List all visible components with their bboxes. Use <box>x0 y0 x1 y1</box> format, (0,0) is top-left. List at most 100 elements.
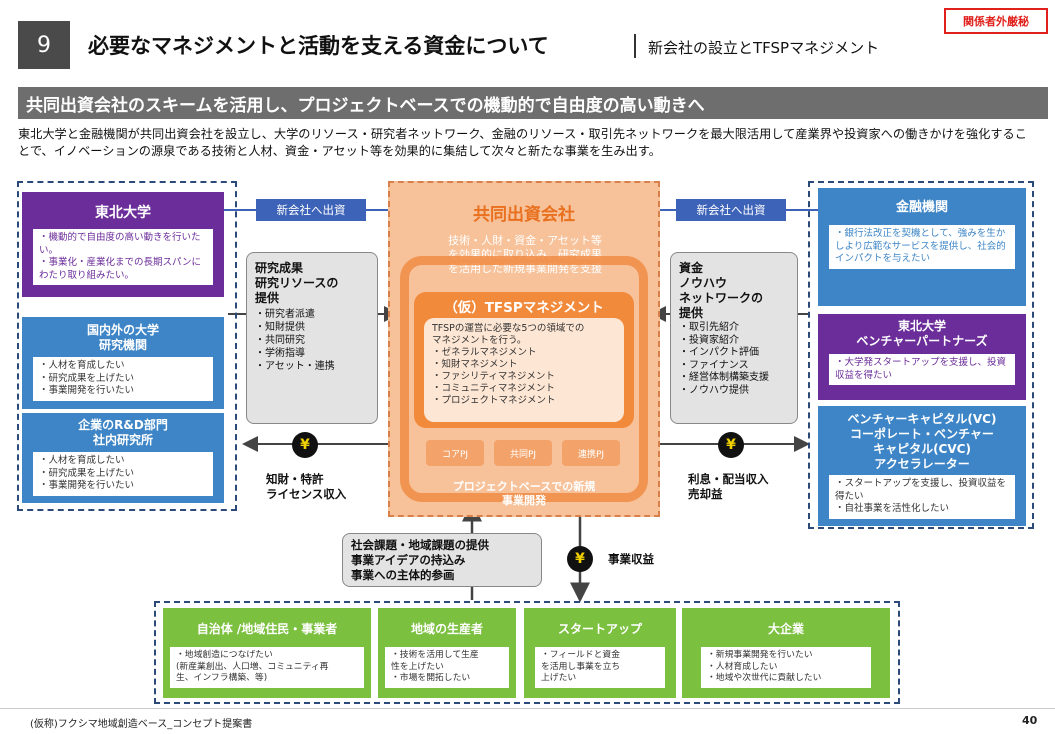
municipality-body: ・地域創造につなげたい (新産業創出、人口増、コミュニティ再 生、インフラ構築、… <box>170 647 364 688</box>
municipality-title: 自治体 /地域住民・事業者 <box>196 622 338 636</box>
finance-title: 金融機関 <box>895 200 948 215</box>
finance-provision-items: ・取引先紹介 ・投資家紹介 ・インパクト評価 ・ファイナンス ・経営体制構築支援… <box>679 322 789 397</box>
finance-card: 金融機関 ・銀行法改正を契機として、強みを生かしより広範なサービスを提供し、社会… <box>818 188 1026 306</box>
vc-body-line: ・自社事業を活性化したい <box>835 503 950 514</box>
panel-item: ・ファイナンス <box>679 359 749 371</box>
enterprise-body-line: ・地域や次世代に貢献したい <box>707 673 822 683</box>
rnd-title-line: 社内研究所 <box>92 433 153 447</box>
footer-page-number: 40 <box>1022 714 1038 727</box>
rnd-card: 企業のR&D部門 社内研究所 ・人材を育成したい ・研究成果を上げたい ・事業開… <box>22 413 224 503</box>
startup-body-line: を活用し事業を立ち <box>541 661 621 672</box>
tfsp-item: ・プロジェクトマネジメント <box>432 395 556 406</box>
rnd-body-line: ・人材を育成したい <box>39 455 125 466</box>
tohoku-univ-title: 東北大学 <box>95 205 151 221</box>
project-base-text: プロジェクトベースでの新規 事業開発 <box>400 480 648 508</box>
tohoku-univ-card: 東北大学 ・機動的で自由度の高い動きを行いたい。 ・事業化・産業化までの長期スパ… <box>22 192 224 297</box>
right-income-label: 利息・配当収入 売却益 <box>688 472 769 502</box>
bottom-group <box>154 601 900 704</box>
startup-body-line: 上げたい <box>541 673 577 683</box>
page-title: 必要なマネジメントと活動を支える資金について <box>88 34 549 58</box>
panel-item: ・研究者派遣 <box>255 309 315 320</box>
univ-body-line: ・研究成果を上げたい <box>39 372 135 384</box>
vc-title-line: キャピタル(CVC) <box>873 442 971 456</box>
vc-title-line: アクセラレーター <box>874 457 970 471</box>
invest-pill-left: 新会社へ出資 <box>256 199 366 221</box>
pj-joint: 共同PJ <box>494 440 552 466</box>
panel-item: ・取引先紹介 <box>679 322 739 333</box>
income-line: 利息・配当収入 <box>688 472 769 486</box>
univ-title-line: 研究機関 <box>98 338 147 352</box>
vp-card: 東北大学 ベンチャーパートナーズ ・大学発スタートアップを支援し、投資収益を得た… <box>818 314 1026 400</box>
desc-line: 技術・人財・資金・アセット等 <box>448 234 602 247</box>
producer-body-line: ・技術を活用して生産 <box>391 650 479 660</box>
tohoku-body-line: ・事業化・産業化までの長期スパンにわたり取り組みたい。 <box>39 257 201 281</box>
panel-item: ・共同研究 <box>255 335 305 346</box>
finance-provision-panel: 資金 ノウハウ ネットワークの 提供 ・取引先紹介 ・投資家紹介 ・インパクト評… <box>670 252 798 424</box>
business-income-label: 事業収益 <box>608 552 654 566</box>
rnd-body-line: ・事業開発を行いたい <box>39 480 135 491</box>
bottom-card-municipality: 自治体 /地域住民・事業者 ・地域創造につなげたい (新産業創出、人口増、コミュ… <box>163 608 371 698</box>
panel-item: ・ノウハウ提供 <box>679 384 749 396</box>
panel-item: ・経営体制構築支援 <box>679 372 769 383</box>
producer-body: ・技術を活用して生産 性を上げたい ・市場を開拓したい <box>385 647 509 688</box>
left-income-label: 知財・特許 ライセンス収入 <box>266 472 346 502</box>
municipality-body-line: ・地域創造につなげたい <box>176 650 273 660</box>
tfsp-content: TFSPの運営に必要な5つの領域での マネジメントを行う。 ・ゼネラルマネジメン… <box>424 318 624 422</box>
panel-item: ・投資家紹介 <box>679 334 739 346</box>
municipality-body-line: (新産業創出、人口増、コミュニティ再 <box>176 661 329 672</box>
enterprise-body: ・新規事業開発を行いたい ・人材育成したい ・地域や次世代に貢献したい <box>701 647 871 688</box>
research-provision-head: 研究成果 研究リソースの 提供 <box>255 261 369 306</box>
yen-icon: ¥ <box>292 432 318 458</box>
tfsp-lead-line: TFSPの運営に必要な5つの領域での <box>432 323 585 334</box>
bottom-line: 事業開発 <box>502 494 546 507</box>
bottom-card-producer: 地域の生産者 ・技術を活用して生産 性を上げたい ・市場を開拓したい <box>378 608 516 698</box>
intro-text: 東北大学と金融機関が共同出資会社を設立し、大学のリソース・研究者ネットワーク、金… <box>18 127 1027 158</box>
income-line: 知財・特許 <box>266 472 324 486</box>
tfsp-title: （仮）TFSPマネジメント <box>444 300 604 316</box>
vc-body-line: ・スタートアップを支援し、投資収益を得たい <box>835 478 1007 502</box>
title-divider <box>634 34 636 58</box>
panel-head-line: ノウハウ <box>679 276 728 290</box>
bottom-card-startup: スタートアップ ・フィールドと資金 を活用し事業を立ち 上げたい <box>524 608 676 698</box>
panel-item: ・インパクト評価 <box>679 347 759 358</box>
finance-provision-head: 資金 ノウハウ ネットワークの 提供 <box>679 261 789 321</box>
section-banner: 共同出資会社のスキームを活用し、プロジェクトベースでの機動的で自由度の高い動きへ <box>18 87 1048 119</box>
univ-body-line: ・事業開発を行いたい <box>39 385 135 396</box>
panel-item: ・知財提供 <box>255 322 305 333</box>
rnd-title-line: 企業のR&D部門 <box>78 418 168 432</box>
univ-body-line: ・人材を育成したい <box>39 360 125 371</box>
income-line: 売却益 <box>688 487 723 501</box>
right-group <box>808 181 1034 529</box>
panel-head-line: 提供 <box>255 291 280 305</box>
cycle-ring <box>400 256 648 502</box>
univ-title-line: 国内外の大学 <box>86 323 159 337</box>
startup-body: ・フィールドと資金 を活用し事業を立ち 上げたい <box>535 647 665 688</box>
vc-card: ベンチャーキャピタル(VC) コーポレート・ベンチャー キャピタル(CVC) ア… <box>818 406 1026 526</box>
panel-head-line: 研究成果 <box>255 261 304 275</box>
vc-body: ・スタートアップを支援し、投資収益を得たい ・自社事業を活性化したい <box>829 475 1015 519</box>
joint-company-title: 共同出資会社 <box>473 205 575 225</box>
page-subtitle: 新会社の設立とTFSPマネジメント <box>648 39 880 57</box>
panel-item: ・アセット・連携 <box>255 361 335 372</box>
vc-title-line: コーポレート・ベンチャー <box>850 427 994 441</box>
research-provision-panel: 研究成果 研究リソースの 提供 ・研究者派遣 ・知財提供 ・共同研究 ・学術指導… <box>246 252 378 424</box>
producer-body-line: 性を上げたい <box>391 661 444 672</box>
panel-head-line: 研究リソースの <box>255 276 339 290</box>
pj-linked: 連携PJ <box>562 440 620 466</box>
pj-core: コアPJ <box>426 440 484 466</box>
startup-body-line: ・フィールドと資金 <box>541 650 620 660</box>
income-line: ライセンス収入 <box>266 487 347 501</box>
rnd-body-line: ・研究成果を上げたい <box>39 467 135 479</box>
univ-title: 国内外の大学 研究機関 <box>22 323 224 353</box>
finance-body: ・銀行法改正を契機として、強みを生かしより広範なサービスを提供し、社会的インパク… <box>829 225 1015 269</box>
tfsp-item: ・ゼネラルマネジメント <box>432 347 537 358</box>
vc-title: ベンチャーキャピタル(VC) コーポレート・ベンチャー キャピタル(CVC) ア… <box>818 412 1026 472</box>
tfsp-lead-line: マネジメントを行う。 <box>432 335 527 346</box>
univ-card: 国内外の大学 研究機関 ・人材を育成したい ・研究成果を上げたい ・事業開発を行… <box>22 317 224 409</box>
yen-icon: ¥ <box>567 546 593 572</box>
left-group <box>17 181 237 511</box>
vp-body-line: ・大学発スタートアップを支援し、投資収益を得たい <box>835 357 1007 381</box>
startup-title: スタートアップ <box>557 622 642 636</box>
invest-pill-right: 新会社へ出資 <box>676 199 786 221</box>
municipality-body-line: 生、インフラ構築、等) <box>176 673 268 683</box>
